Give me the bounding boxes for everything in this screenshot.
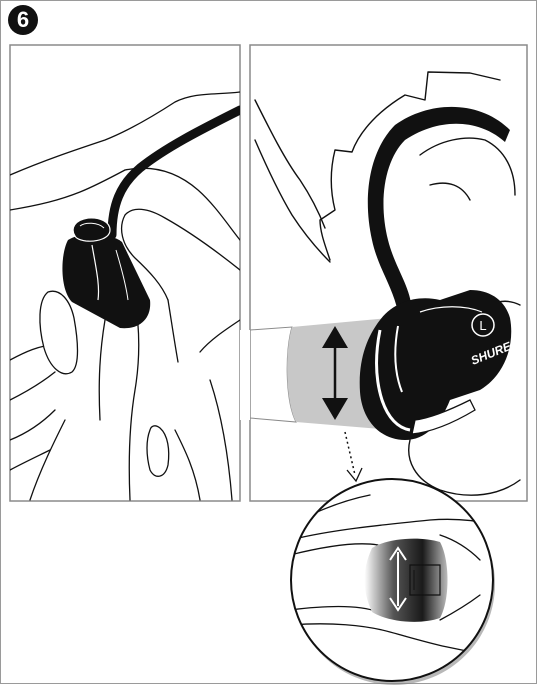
detail-zoom bbox=[290, 479, 495, 685]
left-panel bbox=[10, 45, 240, 501]
side-marker-label: L bbox=[479, 318, 486, 333]
right-panel: L SHURE bbox=[240, 45, 527, 501]
